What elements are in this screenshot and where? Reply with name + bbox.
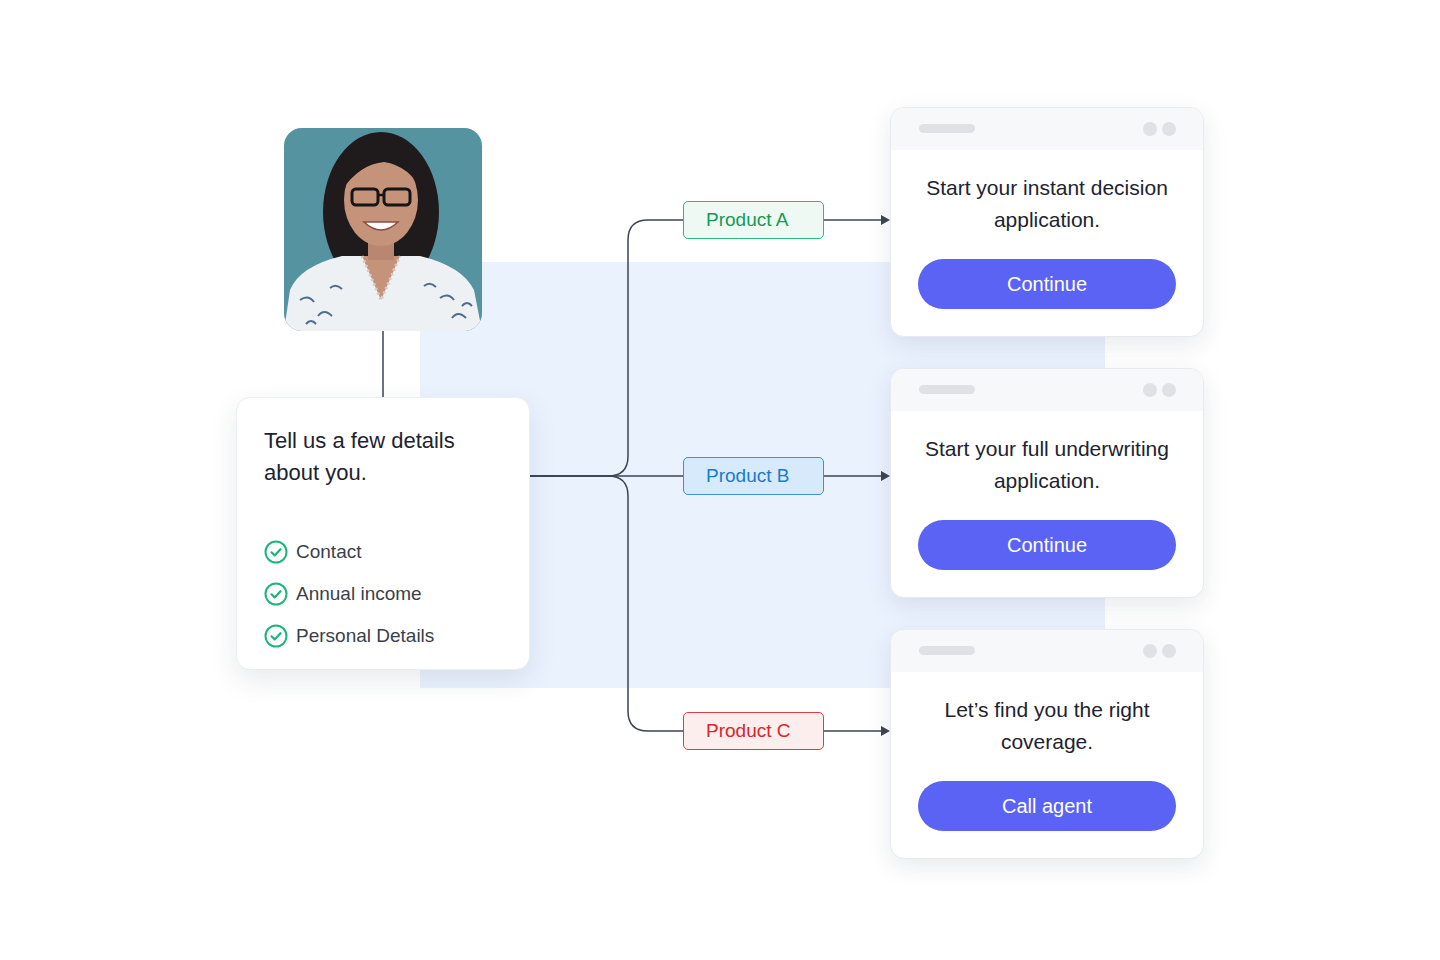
card-message: Start your instant decision application. [911,172,1183,236]
checklist: ContactAnnual incomePersonal Details [264,531,503,657]
photo-glasses-bridge [378,194,384,197]
check-icon [264,582,288,606]
product-label: Product C [706,720,790,741]
action-button: Continue [918,520,1176,570]
card-header-dot [1143,383,1157,397]
browser-card: Let’s find you the right coverage. Call a… [890,629,1204,859]
check-circle [266,626,287,647]
product-tag: Product C [683,712,824,750]
check-mark [272,549,281,555]
arrow-head [881,471,890,481]
photo-shade [284,128,482,331]
connector-line [824,475,882,477]
button-label: Continue [1007,270,1087,298]
checklist-item: Personal Details [296,621,434,651]
check-mark [272,591,281,597]
card-header [891,369,1203,411]
photo-blouse [284,256,482,331]
card-header-bar [919,646,975,655]
action-button: Continue [918,259,1176,309]
browser-card: Start your full underwriting application… [890,368,1204,598]
product-label: Product B [706,465,789,486]
card-header-bar [919,385,975,394]
card-header-bar [919,124,975,133]
connector [530,476,683,731]
form-heading: Tell us a few details about you. [264,425,503,489]
photo-smile [364,222,398,230]
connector-line [530,476,683,731]
arrow-head [881,215,890,225]
product-label: Product A [706,209,788,230]
connector [530,220,683,476]
photo-blouse-pattern [300,284,472,324]
check-mark [272,633,281,639]
card-header-dot [1162,383,1176,397]
card-header-dot [1143,122,1157,136]
photo-glasses-right [384,189,410,205]
connector [824,726,890,736]
card-header-dot [1143,644,1157,658]
card-message: Let’s find you the right coverage. [911,694,1183,758]
form-box: Tell us a few details about you. ContactA… [236,397,530,670]
photo-glasses-left [352,189,378,205]
button-label: Continue [1007,531,1087,559]
card-header-dot [1162,122,1176,136]
connector [824,215,890,225]
checklist-row: Contact [264,531,503,573]
photo-neck [362,256,400,300]
check-icon [264,540,288,564]
connector-line [530,220,683,476]
connector-line [824,219,882,221]
product-tag: Product B [683,457,824,495]
action-button: Call agent [918,781,1176,831]
photo-collar-lace [362,256,400,300]
checklist-row: Annual income [264,573,503,615]
arrow-head [881,726,890,736]
check-circle [266,542,287,563]
check-circle [266,584,287,605]
checklist-item: Annual income [296,579,422,609]
card-message: Start your full underwriting application… [911,433,1183,497]
checklist-item: Contact [296,537,361,567]
photo-link-line [382,330,384,397]
checklist-row: Personal Details [264,615,503,657]
card-header [891,108,1203,150]
card-header [891,630,1203,672]
connector [824,471,890,481]
portrait-photo [284,128,482,331]
card-header-dot [1162,644,1176,658]
browser-card: Start your instant decision application.… [890,107,1204,337]
photo-backdrop [284,128,482,331]
button-label: Call agent [1002,792,1092,820]
connector-line [824,730,882,732]
photo-bangs [342,148,422,192]
product-tag: Product A [683,201,824,239]
check-icon [264,624,288,648]
